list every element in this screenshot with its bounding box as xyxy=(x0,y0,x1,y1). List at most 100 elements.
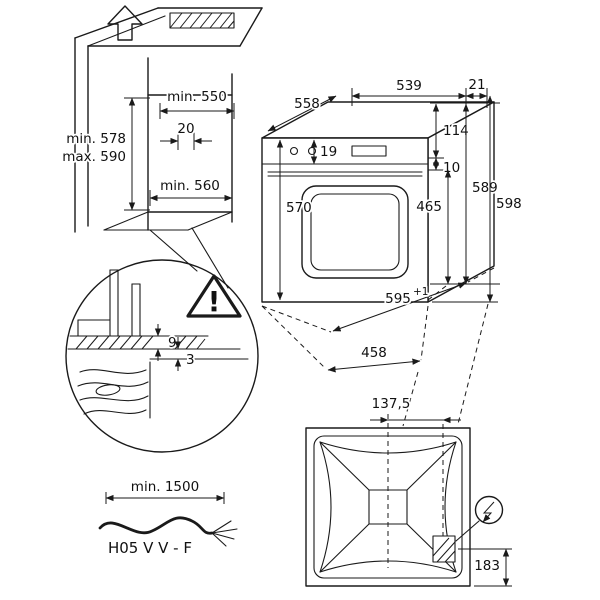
wire-end xyxy=(211,520,232,534)
edge xyxy=(103,211,149,231)
dim-598-label: 598 xyxy=(496,196,522,212)
dimension-3: 3 xyxy=(174,337,196,371)
edge xyxy=(239,7,263,47)
dim-19-label: 19 xyxy=(320,144,337,160)
hatch-line xyxy=(119,335,132,350)
dim-line xyxy=(332,282,467,332)
dimension-9: 9 xyxy=(154,324,178,361)
hatch-line xyxy=(130,335,143,350)
ext-line xyxy=(420,305,429,361)
hatch-line xyxy=(444,550,456,563)
crease-line xyxy=(406,523,457,573)
hatch-line xyxy=(199,12,213,29)
leader-line xyxy=(455,520,480,542)
dimension-570: 570 xyxy=(276,139,314,301)
dim-137-5-label: 137,5 xyxy=(372,396,411,412)
wood-grain xyxy=(77,361,151,419)
dim-589-label: 589 xyxy=(472,180,498,196)
hatched-wall-section xyxy=(169,12,235,29)
rear-view-drawing: 137,5 183 xyxy=(305,394,512,587)
dimension-min-560: min. 560 xyxy=(149,176,233,206)
cable-drawing: min. 1500 H05 V V - F xyxy=(98,477,238,559)
hatch-line xyxy=(141,335,154,350)
dimension-465: 465 xyxy=(414,169,500,285)
power-connection-icon xyxy=(455,495,504,542)
wire-end xyxy=(211,528,238,534)
warning-triangle-icon: ! xyxy=(186,274,242,318)
power-circle xyxy=(474,495,504,525)
dim-max-590-label: max. 590 xyxy=(62,149,126,165)
dimension-595: 595 +1 xyxy=(261,267,495,333)
dim-line xyxy=(327,358,421,373)
dim-595-tolerance-label: +1 xyxy=(413,286,428,298)
ext-line xyxy=(467,267,495,283)
hatch-line xyxy=(219,12,233,29)
grain-line xyxy=(77,381,149,387)
dim-min-560-label: min. 560 xyxy=(160,178,220,194)
dimension-min-1500: min. 1500 xyxy=(105,477,225,504)
cable-type-label: H05 V V - F xyxy=(108,539,192,557)
dimension-183: 183 xyxy=(458,548,512,587)
oven-front-face xyxy=(261,137,429,303)
lightning-bolt-icon xyxy=(482,501,495,523)
door-window-inner xyxy=(310,193,400,271)
hatch-line xyxy=(179,12,193,29)
wire-end xyxy=(211,532,235,540)
display xyxy=(351,145,387,157)
edge xyxy=(187,211,233,231)
ventilation-arrow-icon xyxy=(107,5,143,41)
dim-539-label: 539 xyxy=(396,78,422,94)
cabinet-drawing: min. 550 20 min. 560 min. 578 max. 590 xyxy=(60,7,263,289)
up-arrow-icon xyxy=(107,5,143,41)
dimension-558: 558 xyxy=(267,94,337,132)
niche-opening xyxy=(103,57,233,231)
hatch-line xyxy=(169,12,183,29)
hatch-line xyxy=(436,541,456,563)
hatch-line xyxy=(185,335,198,350)
construction-line xyxy=(457,303,489,425)
crease-arc xyxy=(319,441,332,573)
dim-9-label: 9 xyxy=(168,335,177,351)
dimension-137-5: 137,5 xyxy=(370,394,461,424)
triangle-outline xyxy=(186,274,242,318)
dimension-458: 458 xyxy=(261,305,429,373)
construction-line xyxy=(427,285,447,301)
grain-line xyxy=(83,409,147,415)
dim-114-label: 114 xyxy=(443,123,469,139)
connection-box-outline xyxy=(432,535,456,563)
crease-line xyxy=(319,441,370,491)
wood-knot xyxy=(95,384,121,396)
edge xyxy=(74,7,159,39)
dim-558-label: 558 xyxy=(294,96,320,112)
dim-21-label: 21 xyxy=(468,77,485,93)
dim-min-1500-label: min. 1500 xyxy=(131,479,199,495)
dim-min-550-label: min. 550 xyxy=(167,89,227,105)
edge xyxy=(87,15,166,47)
dim-465-label: 465 xyxy=(416,199,442,215)
construction-line xyxy=(402,371,419,427)
hatch-line xyxy=(209,12,223,29)
hatch-line xyxy=(108,335,121,350)
ext-line xyxy=(261,305,332,333)
hatch-line xyxy=(227,20,235,29)
wire-end xyxy=(211,532,227,547)
dim-20-label: 20 xyxy=(177,121,194,137)
dimension-20: 20 xyxy=(160,119,212,150)
hatch-line xyxy=(189,12,203,29)
floor-hatch xyxy=(75,335,206,350)
dimension-niche-height: min. 578 max. 590 xyxy=(60,97,150,211)
callout-line xyxy=(191,227,229,289)
hatch-line xyxy=(174,335,187,350)
dimension-539-21: 539 21 xyxy=(351,75,488,108)
detail-circle: 9 3 ! xyxy=(65,259,259,453)
oven-drawing: 558 539 21 19 114 10 xyxy=(261,75,524,427)
dim-line xyxy=(267,95,337,132)
dim-10-label: 10 xyxy=(443,160,460,176)
dimension-19: 19 xyxy=(310,139,339,165)
dimension-598: 598 xyxy=(432,95,524,303)
dim-183-label: 183 xyxy=(474,558,500,574)
exclamation-mark: ! xyxy=(208,285,221,318)
door-window-outer xyxy=(301,185,409,279)
